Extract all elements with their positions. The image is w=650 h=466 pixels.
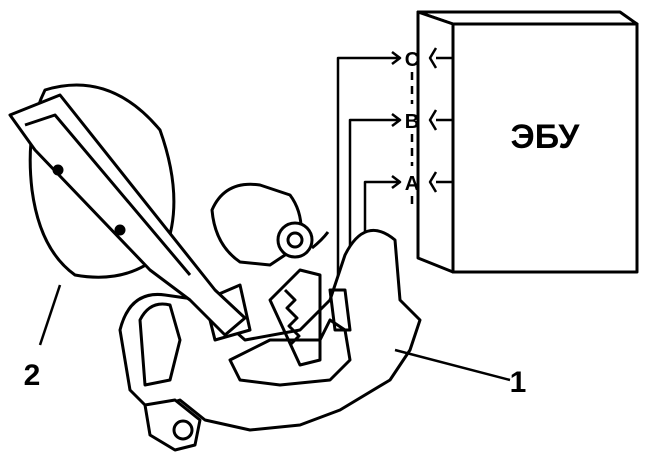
clamp [143,398,202,452]
ecu-box [416,10,639,274]
wire-b [348,113,402,300]
trigger-disc [8,83,247,346]
distributor-body [118,229,511,432]
ecu-connectors [428,47,453,193]
signal-label-c: C [405,49,419,71]
wire-c [336,51,402,300]
ecu-label: ЭБУ [511,118,581,156]
callout-1: 1 [510,366,527,399]
vacuum-unit [210,182,330,267]
signal-label-a: A [405,173,419,195]
callout-2: 2 [24,359,41,392]
signal-wires [336,51,414,300]
signal-label-b: B [405,111,419,133]
